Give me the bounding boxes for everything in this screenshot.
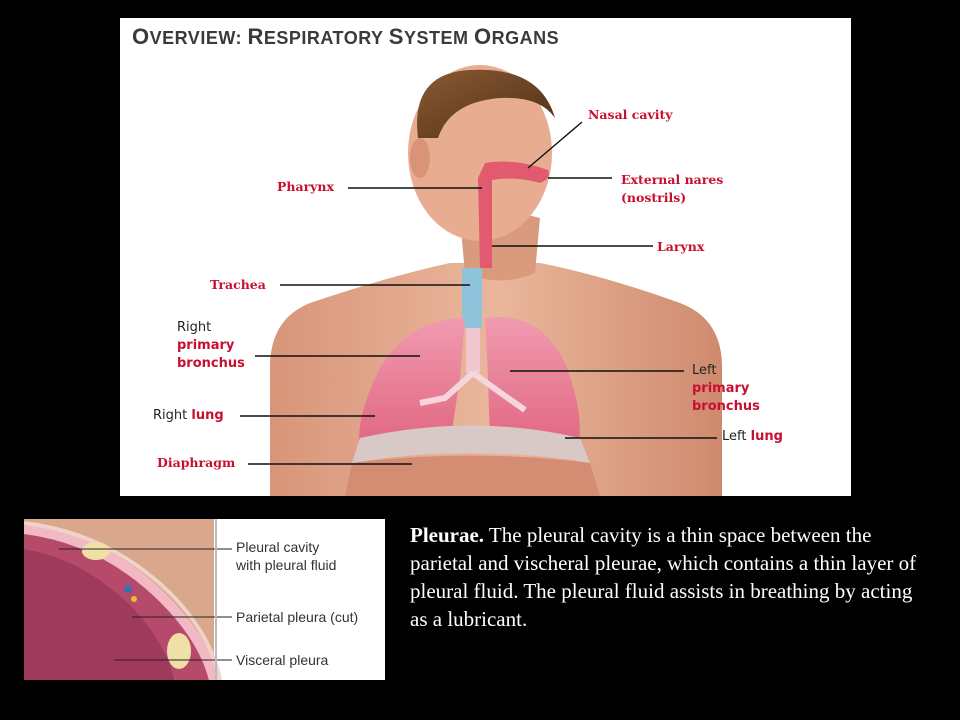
caption-body: The pleural cavity is a thin space betwe… <box>410 523 917 631</box>
label-nostrils: (nostrils) <box>621 190 687 205</box>
label-left-primary-bronchus-2: primary <box>692 381 750 396</box>
ear <box>410 138 430 178</box>
trachea-lower <box>466 328 480 373</box>
pleura-illustration <box>24 519 232 680</box>
anatomy-illustration <box>240 65 722 496</box>
label-pharynx: Pharynx <box>277 179 334 194</box>
label-right-primary-bronchus-1: Right <box>177 320 212 335</box>
label-larynx: Larynx <box>657 239 705 254</box>
bronchi <box>419 370 527 413</box>
label-parietal-pleura: Parietal pleura (cut) <box>236 609 359 625</box>
right-lung-word: lung <box>191 408 224 423</box>
label-left-lung: Left lung <box>722 429 783 445</box>
label-pleural-cavity-1: Pleural cavity <box>236 539 320 555</box>
label-external-nares: External nares <box>621 172 724 187</box>
left-lung-shape <box>485 316 580 453</box>
diagram-title: OVERVIEW: RESPIRATORY SYSTEM ORGANS <box>132 24 560 49</box>
label-pleural-cavity-2: with pleural fluid <box>236 557 337 573</box>
label-trachea: Trachea <box>210 277 266 292</box>
pleura-inset: Pleural cavity with pleural fluid Pariet… <box>24 519 385 680</box>
abdomen <box>345 455 600 496</box>
leader-lines <box>240 121 717 465</box>
trachea-shape <box>462 268 482 328</box>
right-lung-shape <box>359 318 465 452</box>
caption-heading: Pleurae. <box>410 523 485 547</box>
airway <box>478 161 549 268</box>
label-nasal-cavity: Nasal cavity <box>588 107 673 122</box>
label-left-primary-bronchus-1: Left <box>692 363 717 378</box>
left-lung-prefix: Left <box>722 429 747 444</box>
label-right-primary-bronchus-3: bronchus <box>177 356 245 371</box>
left-lung-word: lung <box>750 429 783 444</box>
respiratory-diagram: OVERVIEW: RESPIRATORY SYSTEM ORGANS Nasa… <box>120 18 851 496</box>
label-right-primary-bronchus-2: primary <box>177 338 235 353</box>
label-diaphragm: Diaphragm <box>157 455 236 470</box>
hair <box>417 69 555 138</box>
pleurae-caption: Pleurae. The pleural cavity is a thin sp… <box>410 521 930 633</box>
label-left-primary-bronchus-3: bronchus <box>692 399 760 414</box>
right-lung-prefix: Right <box>153 408 188 423</box>
diaphragm-shape <box>352 425 590 463</box>
label-right-lung: Right lung <box>153 408 224 424</box>
label-visceral-pleura: Visceral pleura <box>236 652 329 668</box>
